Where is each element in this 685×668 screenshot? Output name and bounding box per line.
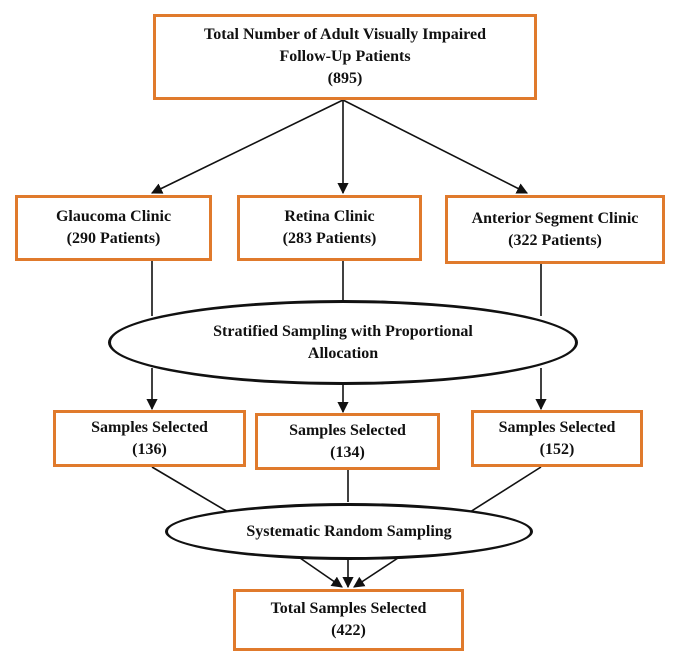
- systematic-sampling-ellipse: Systematic Random Sampling: [165, 503, 533, 560]
- stratified-line2: Allocation: [307, 344, 379, 362]
- line-sample1-to-systematic: [151, 466, 229, 513]
- sample-label: Samples Selected: [91, 418, 208, 436]
- sample-label: Samples Selected: [498, 418, 616, 436]
- clinic-count: (322 Patients): [508, 231, 602, 249]
- clinic-box-retina: Retina Clinic (283 Patients): [237, 195, 422, 261]
- sample-count: (136): [132, 440, 167, 458]
- top-box-count: (895): [327, 70, 363, 87]
- top-box-line2: Follow-Up Patients: [279, 48, 411, 65]
- clinic-count: (283 Patients): [282, 230, 377, 247]
- arrow-top-to-glaucoma: [150, 99, 344, 194]
- sample-box-3: Samples Selected (152): [471, 410, 643, 467]
- sample-count: (152): [539, 440, 575, 458]
- stratified-sampling-ellipse: Stratified Sampling with Proportional Al…: [108, 300, 578, 385]
- sample-label: Samples Selected: [289, 421, 406, 439]
- arrow-systematic-to-total-left: [299, 557, 343, 588]
- clinic-name: Retina Clinic: [284, 208, 375, 225]
- total-count: (422): [331, 622, 366, 639]
- line-sample3-to-systematic: [469, 466, 542, 513]
- sample-box-2: Samples Selected (134): [255, 413, 440, 470]
- clinic-box-anterior-segment: Anterior Segment Clinic (322 Patients): [445, 195, 665, 264]
- stratified-line1: Stratified Sampling with Proportional: [213, 322, 473, 340]
- arrow-systematic-to-total-right: [353, 557, 399, 588]
- total-samples-box: Total Samples Selected (422): [233, 589, 464, 651]
- clinic-count: (290 Patients): [66, 230, 161, 247]
- sample-box-1: Samples Selected (136): [53, 410, 246, 467]
- arrow-top-to-anterior: [342, 99, 528, 194]
- clinic-box-glaucoma: Glaucoma Clinic (290 Patients): [15, 195, 212, 261]
- systematic-label: Systematic Random Sampling: [246, 522, 452, 540]
- clinic-name: Glaucoma Clinic: [55, 208, 172, 225]
- top-box-line1: Total Number of Adult Visually Impaired: [204, 26, 486, 43]
- sample-count: (134): [330, 443, 365, 461]
- clinic-name: Anterior Segment Clinic: [471, 209, 639, 227]
- total-label: Total Samples Selected: [270, 600, 427, 617]
- top-box-total-patients: Total Number of Adult Visually Impaired …: [153, 14, 537, 100]
